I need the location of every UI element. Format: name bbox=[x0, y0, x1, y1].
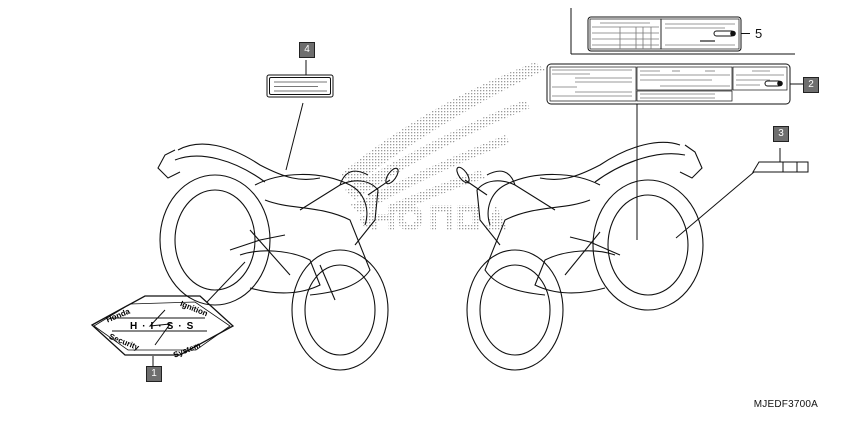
label-3-tire-strip[interactable] bbox=[675, 148, 809, 239]
motorcycle-left-view bbox=[157, 143, 399, 371]
label-5-caution[interactable] bbox=[570, 8, 795, 55]
hiss-text-system: System bbox=[172, 341, 202, 360]
callout-1[interactable]: 1 bbox=[146, 366, 162, 382]
label-1-hiss-emblem[interactable]: Honda Ignition H·I·S·S Security System bbox=[90, 261, 246, 367]
motorcycle-right-view bbox=[456, 141, 704, 371]
callout-2[interactable]: 2 bbox=[803, 77, 819, 93]
diagram-code: MJEDF3700A bbox=[753, 399, 818, 410]
callout-3[interactable]: 3 bbox=[773, 126, 789, 142]
callout-4[interactable]: 4 bbox=[299, 42, 315, 58]
honda-wing-watermark bbox=[340, 62, 545, 231]
callout-5-number: 5 bbox=[755, 26, 762, 41]
label-4-fuel-tank[interactable] bbox=[266, 60, 334, 171]
hiss-text-center: H·I·S·S bbox=[130, 321, 198, 332]
hiss-text-security: Security bbox=[108, 332, 141, 352]
hiss-text-honda: Honda bbox=[105, 307, 132, 325]
label-2-caution[interactable] bbox=[546, 63, 803, 240]
